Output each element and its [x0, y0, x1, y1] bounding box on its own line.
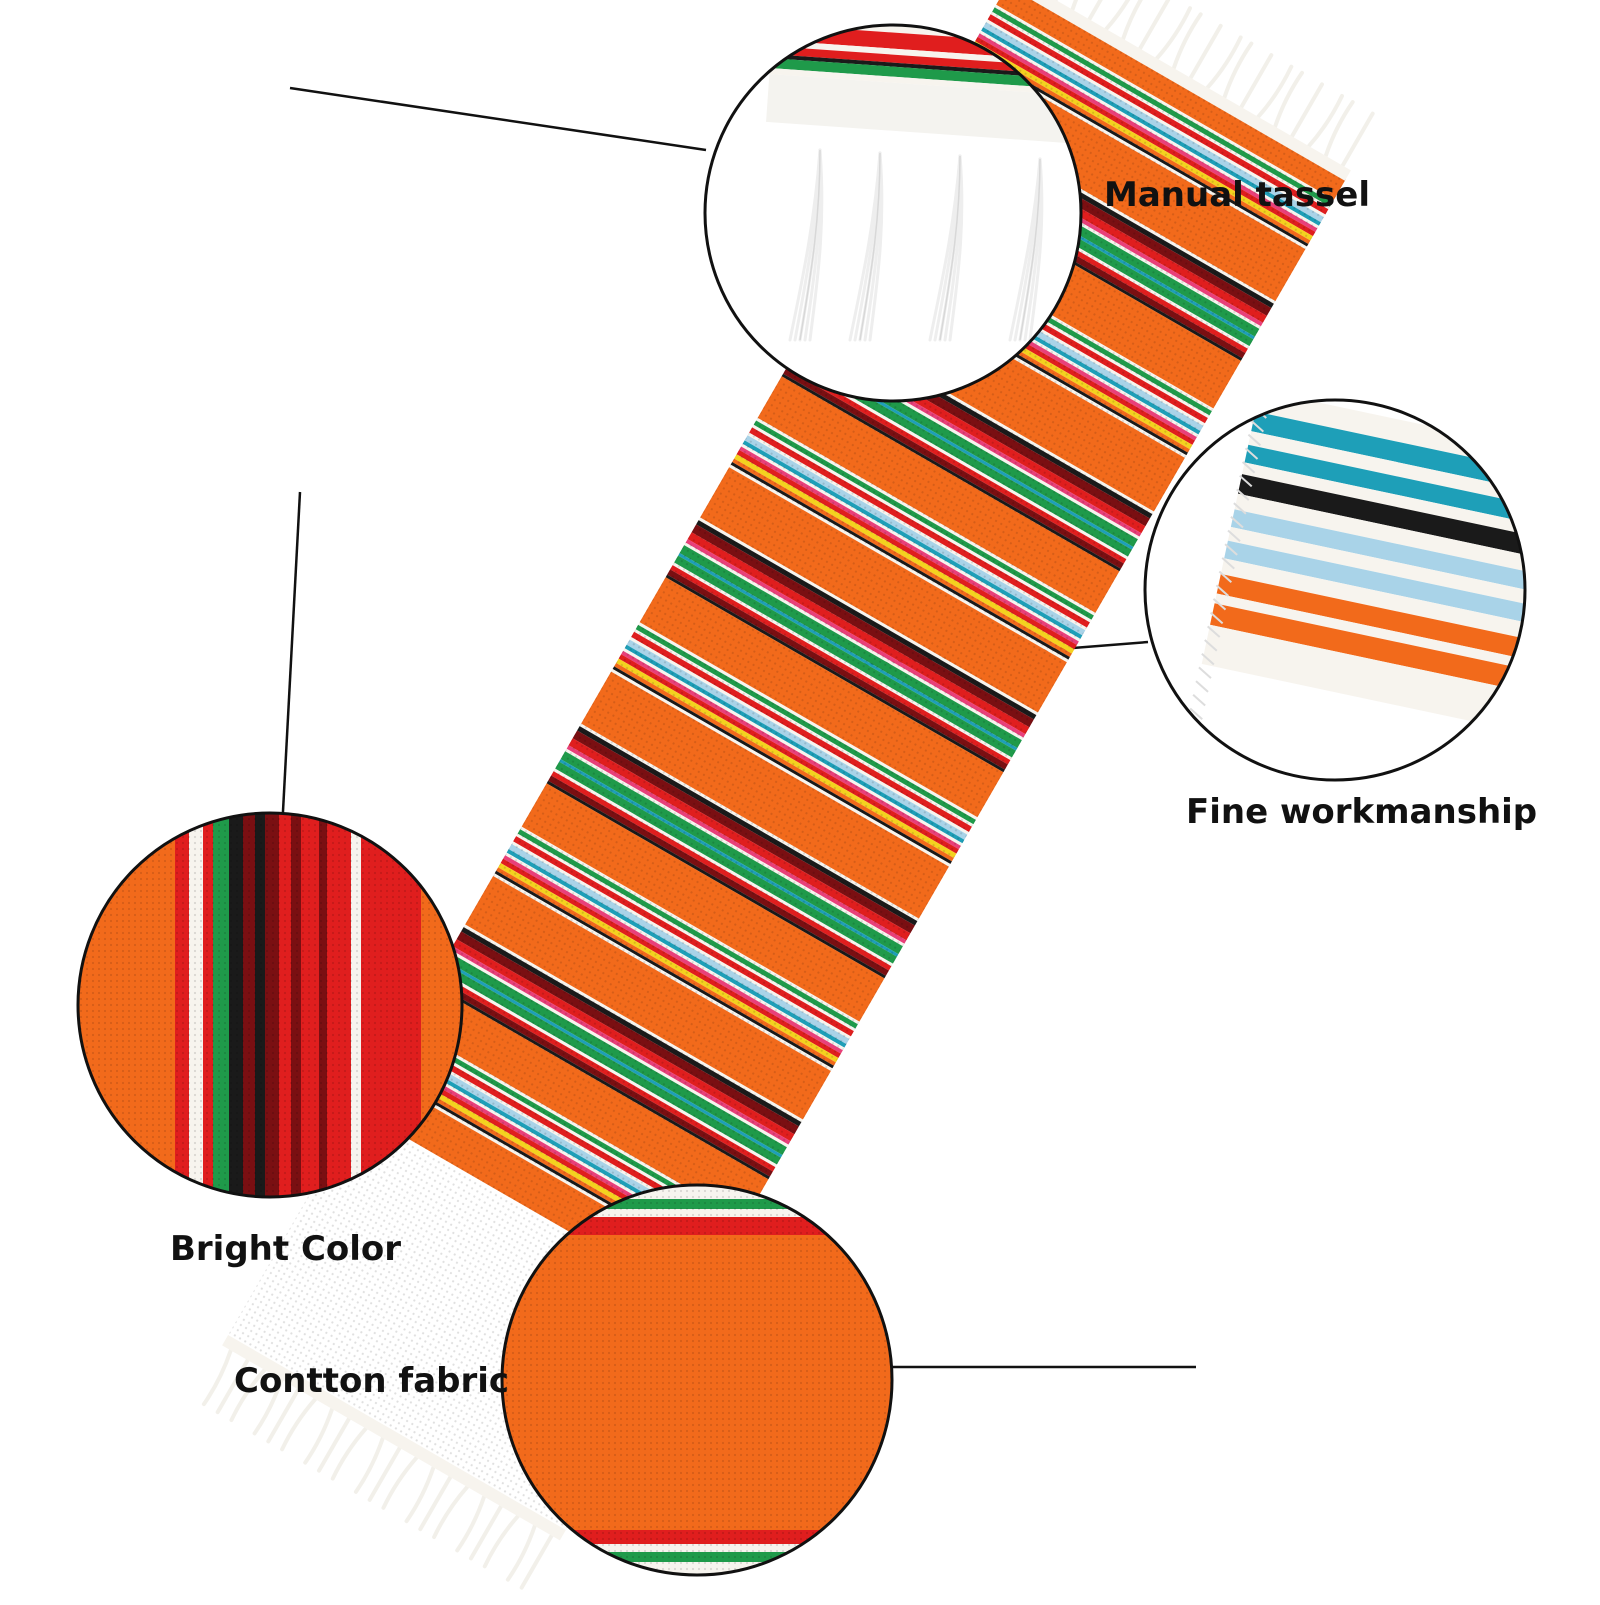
label-manual-tassel: Manual tassel — [1104, 175, 1371, 215]
tassel-fringe-bottom — [201, 1348, 554, 1590]
detail-circle-fabric — [500, 1183, 894, 1577]
label-bright-color: Bright Color — [170, 1229, 402, 1269]
label-cotton-fabric: Contton fabric — [234, 1361, 510, 1401]
label-fine-workmanship: Fine workmanship — [1186, 792, 1538, 832]
tassel-fringe-top — [1053, 0, 1375, 168]
leader-line-color — [280, 491, 302, 831]
runner-weave-texture — [228, 0, 1346, 1530]
detail-circle-tassel — [703, 23, 1083, 403]
leader-line-tassel — [289, 86, 707, 152]
